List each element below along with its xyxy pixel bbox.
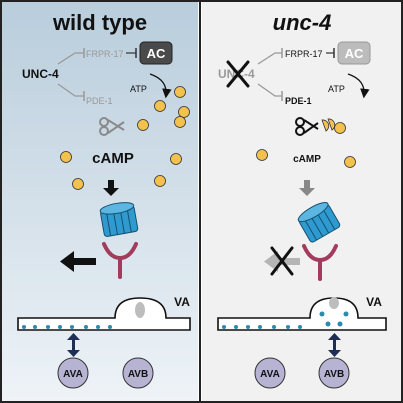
ava-cell — [254, 357, 286, 389]
camp-molecules — [256, 118, 356, 168]
synapse-arrow — [328, 333, 341, 357]
inhibition-pde — [257, 83, 282, 97]
receptor-icon — [102, 242, 138, 279]
atp-label: ATP — [328, 84, 345, 94]
inhibition-pde — [57, 83, 84, 97]
camp-molecules — [60, 86, 190, 190]
frpr17-label: FRPR-17 — [86, 49, 124, 59]
va-label: VA — [366, 295, 382, 309]
avb-label: AVB — [324, 369, 344, 380]
atp-conversion-arrow — [347, 73, 370, 99]
atp-label: ATP — [130, 84, 147, 94]
panel-wild-type-background — [2, 2, 198, 401]
cng-channel — [297, 202, 341, 243]
panel-title: wild type — [52, 10, 147, 35]
down-arrow — [103, 180, 119, 196]
inhibition-frpr — [257, 52, 282, 65]
movement-arrow — [60, 251, 96, 272]
panel-wild-type: wild type UNC-4 FRPR-17 AC ATP PDE-1 — [2, 2, 198, 401]
ac-label: AC — [345, 46, 364, 61]
panel-title: unc-4 — [273, 10, 332, 35]
down-arrow — [299, 180, 315, 196]
inhibition-frpr — [57, 52, 84, 65]
ava-label: AVA — [260, 369, 280, 380]
va-label: VA — [174, 295, 190, 309]
va-neuron — [217, 297, 387, 331]
cng-channel — [99, 202, 139, 237]
camp-label: cAMP — [293, 154, 321, 165]
camp-label: cAMP — [92, 150, 134, 167]
pde1-label: PDE-1 — [86, 96, 113, 106]
frpr17-label: FRPR-17 — [285, 49, 323, 59]
pde1-label: PDE-1 — [285, 96, 312, 106]
avb-cell — [318, 357, 350, 389]
panel-unc4: unc-4 UNC-4 FRPR-17 AC ATP PDE-1 — [202, 2, 401, 401]
movement-arrow — [264, 251, 300, 272]
receptor-icon — [302, 244, 338, 281]
avb-cell — [122, 357, 154, 389]
atp-conversion-arrow — [149, 73, 172, 99]
ac-box — [139, 41, 173, 65]
panel-unc4-background — [202, 2, 401, 401]
scissors-icon — [295, 117, 319, 136]
va-neuron — [17, 297, 191, 331]
unc4-label: UNC-4 — [22, 67, 59, 81]
synaptic-vesicles — [22, 325, 112, 329]
ava-label: AVA — [63, 369, 83, 380]
cross-icon — [270, 246, 294, 276]
scissors-icon — [99, 117, 125, 136]
ac-box — [337, 41, 371, 65]
cross-icon — [226, 60, 250, 88]
avb-label: AVB — [128, 369, 148, 380]
ava-cell — [57, 357, 89, 389]
synapse-arrow — [67, 333, 80, 357]
ac-label: AC — [147, 46, 166, 61]
synaptic-vesicles — [222, 311, 349, 329]
